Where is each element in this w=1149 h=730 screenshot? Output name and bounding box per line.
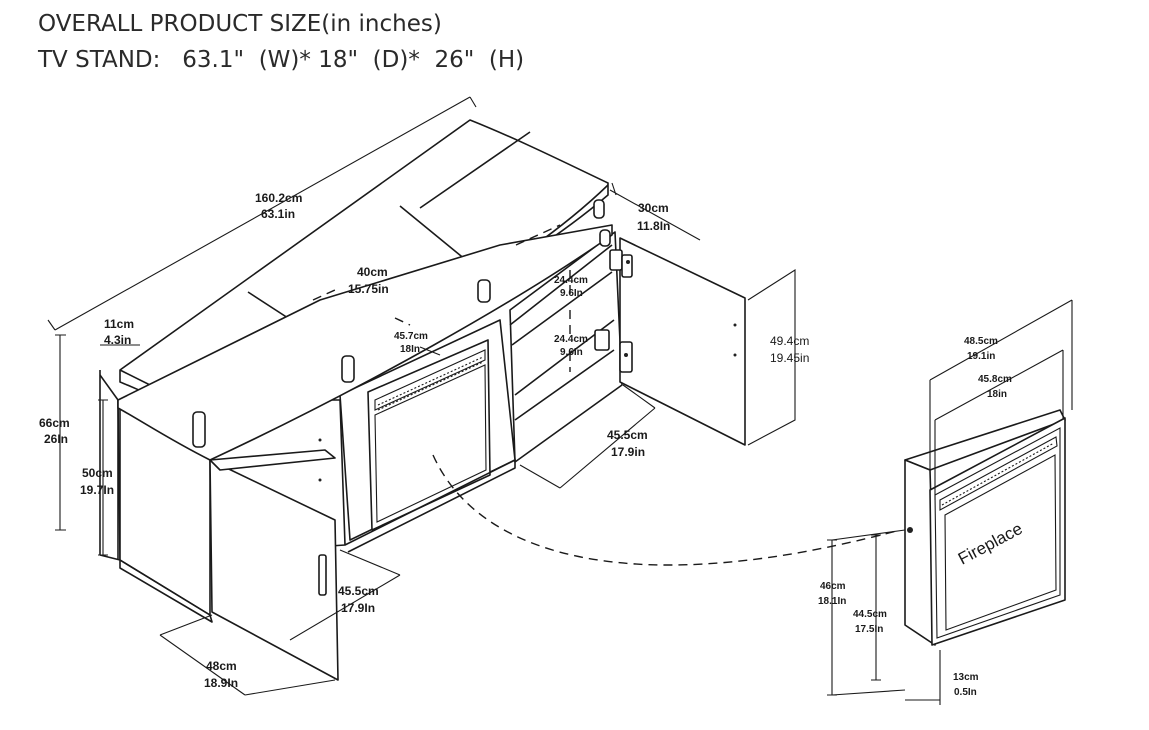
fire-open-in-label: 18In xyxy=(400,344,420,355)
depth-top-in-label: 11.8In xyxy=(637,219,670,233)
shelf-gap2-in-label: 9.6In xyxy=(560,347,583,358)
shelf-gap2-cm-label: 24.4cm xyxy=(554,334,588,345)
height-in-label: 26In xyxy=(44,432,68,446)
door-height-in-label: 19.45in xyxy=(770,351,809,365)
fp-depth-cm-label: 13cm xyxy=(953,672,979,683)
door-height-cm-label: 49.4cm xyxy=(770,334,809,348)
depth-top-cm-label: 30cm xyxy=(638,201,669,215)
upper-hinge-icon xyxy=(609,249,633,278)
lower-hinge-icon xyxy=(594,329,633,373)
shelf-width-cm-label: 40cm xyxy=(357,265,388,279)
fireplace-front xyxy=(929,417,1066,646)
link-arrow xyxy=(432,454,901,566)
fp-inner-w-cm-label: 45.8cm xyxy=(978,374,1012,385)
fp-depth-in-label: 0.5In xyxy=(954,687,977,698)
cabinet-height-in-label: 19.7In xyxy=(80,483,114,497)
width-cm-label: 160.2cm xyxy=(255,191,302,205)
door-handle-icon xyxy=(318,554,327,596)
fp-inner-w-in-label: 18in xyxy=(987,389,1007,400)
side-shelf-in-label: 4.3in xyxy=(104,333,131,347)
shelf-width-in-label: 15.75in xyxy=(348,282,389,296)
tv-stand xyxy=(99,119,746,681)
shelf-gap1-in-label: 9.6In xyxy=(560,288,583,299)
height-cm-label: 66cm xyxy=(39,416,70,430)
title-overall-size: OVERALL PRODUCT SIZE(in inches) xyxy=(38,11,442,37)
left-open-door xyxy=(209,459,339,681)
fp-outer-h-cm-label: 46cm xyxy=(820,581,846,592)
fp-inner-h-cm-label: 44.5cm xyxy=(853,609,887,620)
fireplace-side xyxy=(904,459,936,646)
post xyxy=(192,411,206,448)
fire-open-cm-label: 45.7cm xyxy=(394,331,428,342)
fp-outer-w-cm-label: 48.5cm xyxy=(964,336,998,347)
dimension-lines xyxy=(47,96,901,696)
side-shelf-cm-label: 11cm xyxy=(104,317,134,331)
fireplace-detail: Fireplace xyxy=(827,299,1073,705)
post xyxy=(477,279,491,303)
depth-left-in-label: 17.9In xyxy=(341,601,375,615)
depth-right-cm-label: 45.5cm xyxy=(607,428,648,442)
base-width-cm-label: 48cm xyxy=(206,659,237,673)
dimension-labels: 160.2cm 63.1in 40cm 15.75in 30cm 11.8In … xyxy=(39,191,1012,698)
shelf-gap1-cm-label: 24.4cm xyxy=(554,275,588,286)
title-tv-stand-size: TV STAND: 63.1" (W)* 18" (D)* 26" (H) xyxy=(38,47,525,73)
post xyxy=(593,199,605,219)
width-in-label: 63.1in xyxy=(261,207,295,221)
depth-left-cm-label: 45.5cm xyxy=(338,584,379,598)
fp-outer-w-in-label: 19.1in xyxy=(967,351,995,362)
cabinet-height-cm-label: 50cm xyxy=(82,466,113,480)
post xyxy=(599,229,611,247)
fp-outer-h-in-label: 18.1In xyxy=(818,596,846,607)
base-width-in-label: 18.9In xyxy=(204,676,238,690)
right-open-door xyxy=(619,237,746,446)
depth-right-in-label: 17.9in xyxy=(611,445,645,459)
post xyxy=(341,355,355,383)
fp-inner-h-in-label: 17.5In xyxy=(855,624,883,635)
header: OVERALL PRODUCT SIZE(in inches) TV STAND… xyxy=(38,6,524,78)
